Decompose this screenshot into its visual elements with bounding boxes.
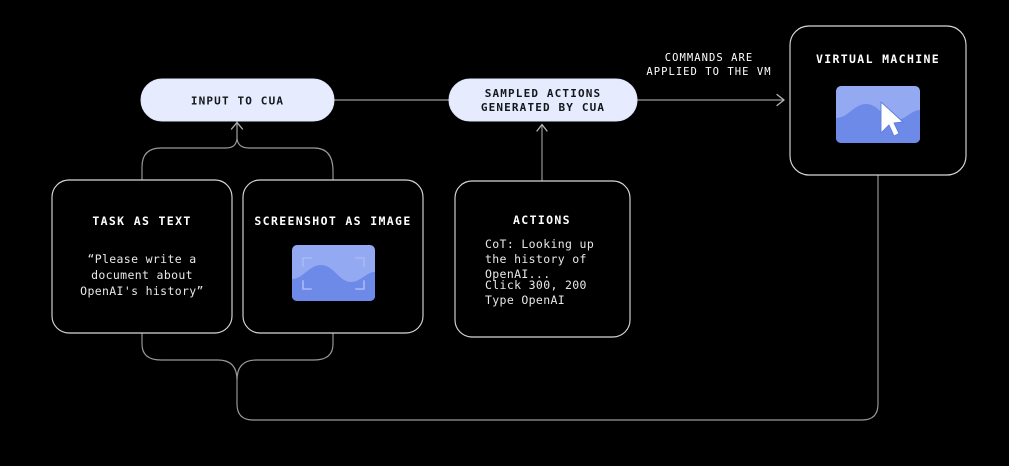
screenshot-capture-frame-icon — [292, 245, 375, 301]
feedback-split-connector — [141, 333, 334, 381]
commands-label-line1: COMMANDS ARE — [665, 52, 753, 64]
vm-card-title: VIRTUAL MACHINE — [816, 52, 940, 66]
input-pill-shape — [140, 78, 335, 122]
task-card-title: TASK AS TEXT — [92, 214, 191, 228]
commands-to-vm-label: COMMANDS ARE APPLIED TO THE VM — [646, 52, 771, 78]
input-pill-label: INPUT TO CUA — [191, 95, 284, 108]
sampled-pill-line2: GENERATED BY CUA — [481, 101, 605, 114]
merge-into-input-connector — [141, 121, 334, 181]
node-input-to-cua[interactable]: INPUT TO CUA — [140, 78, 335, 122]
actions-to-sampled-connector — [536, 123, 548, 182]
node-sampled-actions[interactable]: SAMPLED ACTIONS GENERATED BY CUA — [448, 78, 638, 122]
node-actions[interactable]: ACTIONS CoT: Looking up the history of O… — [454, 180, 631, 338]
actions-card-frame — [454, 180, 631, 338]
sampled-to-vm-connector — [636, 93, 785, 107]
vm-feedback-loop-connector — [236, 174, 879, 421]
actions-card-body-line-2: the history of — [485, 252, 587, 266]
task-card-body-line-3: OpenAI's history” — [80, 284, 204, 298]
actions-card-body-line-3: OpenAI... — [485, 267, 550, 281]
task-card-body-line-2: document about — [91, 268, 193, 282]
actions-card-body-line-1: CoT: Looking up — [485, 237, 594, 251]
task-card-body-line-1: “Please write a — [87, 252, 196, 266]
actions-card-body-line-5: Type OpenAI — [485, 293, 565, 307]
node-task-as-text[interactable]: TASK AS TEXT “Please write a document ab… — [51, 179, 233, 334]
actions-card-body-line-4b: Click 300, 200 — [485, 278, 587, 292]
node-screenshot-as-image[interactable]: SCREENSHOT AS IMAGE — [242, 179, 424, 334]
sampled-pill-line1: SAMPLED ACTIONS — [485, 87, 602, 100]
node-virtual-machine[interactable]: VIRTUAL MACHINE — [789, 25, 967, 176]
sampled-pill-shape — [448, 78, 638, 122]
task-card-frame — [51, 179, 233, 334]
commands-label-line2: APPLIED TO THE VM — [646, 66, 771, 78]
screenshot-card-title: SCREENSHOT AS IMAGE — [254, 214, 411, 228]
actions-card-title: ACTIONS — [513, 213, 571, 227]
desktop-screenshot-with-cursor-icon — [836, 86, 920, 143]
